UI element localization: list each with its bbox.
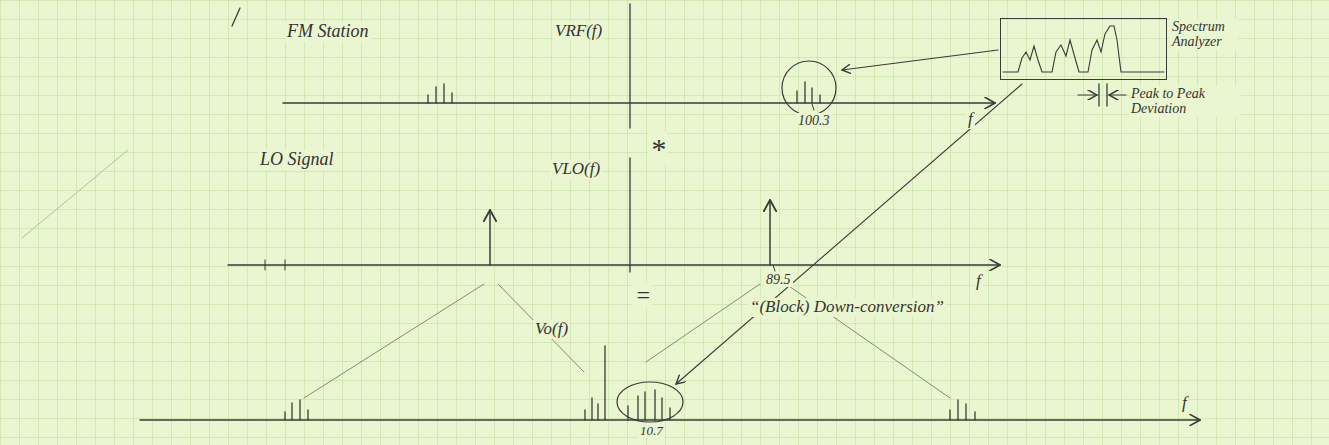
pencil-stroke	[629, 158, 630, 272]
pencil-stroke	[591, 398, 592, 420]
pencil-stroke	[637, 396, 638, 420]
pencil-stroke	[443, 84, 444, 103]
pencil-stroke	[812, 104, 814, 110]
pencil-stroke	[957, 400, 958, 420]
pencil-stroke	[489, 210, 491, 265]
pencil-stroke	[584, 410, 585, 420]
deviation-note: Peak to Peak Deviation	[1129, 86, 1241, 117]
process-note: “(Block) Down-conversion”	[748, 298, 946, 317]
pencil-stroke	[965, 404, 966, 420]
pencil-stroke	[804, 82, 805, 103]
pencil-stroke	[283, 102, 995, 103]
pencil-stroke	[427, 95, 428, 103]
pencil-stroke	[498, 284, 584, 372]
axis-label: f	[1180, 394, 1189, 413]
spectrum-symbol: Vo(f)	[533, 320, 570, 339]
axis-label: f	[966, 110, 975, 129]
pencil-stroke	[284, 412, 285, 420]
pencil-stroke	[304, 284, 484, 398]
pencil-stroke	[676, 84, 1022, 384]
signal-name: LO Signal	[258, 150, 336, 170]
pencil-stroke	[451, 93, 452, 103]
pencil-stroke	[1003, 26, 1164, 72]
convolution-symbol: *	[648, 132, 667, 165]
if-frequency: 10.7	[638, 424, 665, 438]
spectrum-symbol: VRF(f)	[553, 22, 604, 41]
pencil-stroke	[811, 88, 812, 103]
pencil-stroke	[1109, 94, 1126, 95]
pencil-stroke	[796, 91, 797, 103]
pencil-stroke	[819, 95, 820, 103]
analyzer-screen: Spectrum Analyzer	[1000, 18, 1167, 80]
pencil-stroke	[604, 346, 605, 420]
spectrum-symbol: VLO(f)	[550, 160, 602, 179]
pencil-stroke	[974, 412, 975, 420]
station-name: FM Station	[285, 22, 371, 42]
pencil-stroke	[949, 410, 950, 420]
pencil-stroke	[285, 260, 286, 270]
pencil-stroke	[299, 400, 300, 420]
pencil-stroke	[629, 4, 630, 128]
pencil-stroke	[782, 61, 836, 115]
pencil-stroke	[1078, 94, 1097, 95]
pencil-stroke	[232, 8, 240, 26]
pencil-stroke	[1106, 84, 1107, 106]
pencil-stroke	[773, 265, 775, 271]
pencil-stroke	[228, 264, 1000, 265]
pencil-stroke	[644, 392, 645, 420]
node-heading: Spectrum Analyzer	[1170, 19, 1238, 50]
pencil-stroke	[435, 87, 436, 103]
pencil-stroke	[654, 390, 655, 420]
pencil-stroke	[627, 406, 628, 420]
pencil-stroke	[661, 398, 662, 420]
lo-frequency: 89.5	[764, 272, 793, 287]
pencil-stroke	[307, 410, 308, 420]
pencil-stroke	[291, 403, 292, 420]
pencil-stroke	[842, 50, 998, 70]
pencil-stroke	[646, 284, 760, 362]
axis-label: f	[974, 272, 983, 291]
pencil-stroke	[769, 200, 771, 265]
equals-sign: =	[633, 282, 653, 308]
pencil-stroke	[597, 404, 598, 420]
pencil-stroke	[617, 382, 683, 422]
carrier-frequency: 100.3	[796, 113, 832, 128]
pencil-stroke	[1098, 84, 1099, 106]
pencil-stroke	[22, 150, 128, 238]
pencil-stroke	[265, 260, 266, 270]
